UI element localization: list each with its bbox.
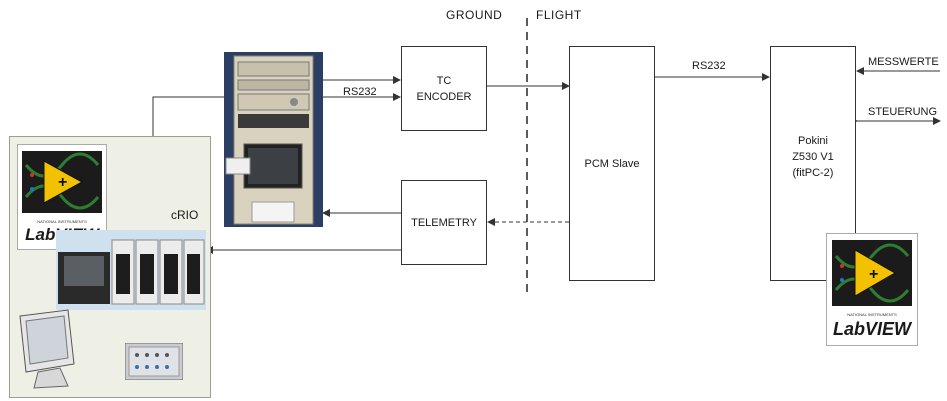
- rs232-ground-label: RS232: [343, 86, 377, 98]
- flight-label: FLIGHT: [536, 8, 582, 22]
- flight-labview-brand: LabVIEW: [827, 318, 917, 340]
- tc-encoder-line-2: ENCODER: [416, 89, 471, 105]
- messwerte-label: MESSWERTE: [868, 56, 939, 68]
- tc-encoder-line-1: TC: [416, 73, 471, 89]
- svg-text:+: +: [869, 266, 878, 283]
- ground-label: GROUND: [446, 8, 502, 22]
- svg-text:+: +: [58, 174, 67, 191]
- panel-device-icon: [125, 343, 183, 380]
- tc-encoder-box: TC ENCODER: [401, 46, 487, 131]
- pokini-line-1: Pokini: [792, 133, 834, 149]
- telemetry-label: TELEMETRY: [411, 215, 477, 231]
- labview-logo-icon: +: [827, 234, 917, 312]
- crio-hardware-icon: [56, 230, 206, 310]
- pokini-line-2: Z530 V1: [792, 149, 834, 165]
- crio-label: cRIO: [171, 208, 198, 222]
- telemetry-box: TELEMETRY: [401, 180, 487, 265]
- pcm-slave-box: PCM Slave: [569, 46, 655, 281]
- rack-equipment-icon: [224, 52, 323, 227]
- pokini-line-3: (fitPC-2): [792, 165, 834, 181]
- flight-labview-logo: + NATIONAL INSTRUMENTS LabVIEW: [826, 233, 918, 346]
- steuerung-label: STEUERUNG: [868, 106, 937, 118]
- pcm-slave-label: PCM Slave: [584, 156, 639, 172]
- monitor-icon: [16, 308, 78, 390]
- rs232-flight-label: RS232: [692, 60, 726, 72]
- labview-logo-icon: +: [18, 145, 106, 219]
